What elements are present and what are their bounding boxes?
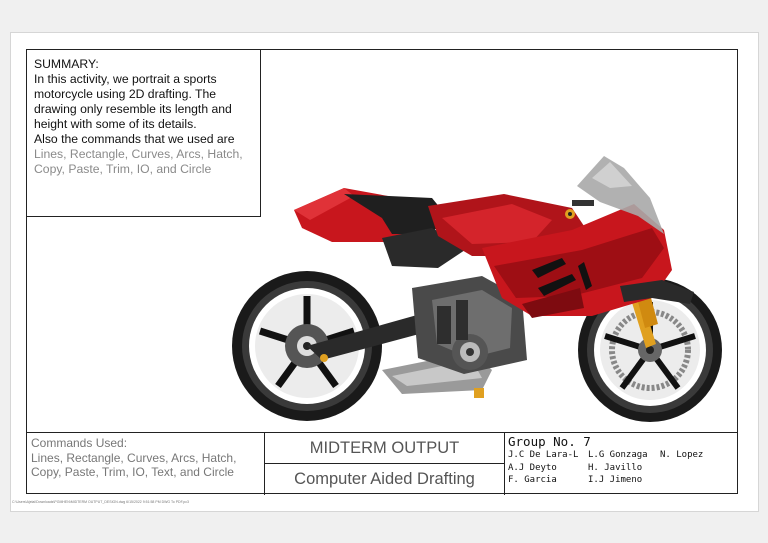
member-name: H. Javillo xyxy=(588,462,643,473)
tail-fairing xyxy=(294,188,468,268)
motorcycle-drawing xyxy=(232,156,722,422)
plot-file-path: C:\Users\Ajelai\Downloads\PGMHEN\MIDTERM… xyxy=(12,500,189,504)
group-members: J.C De Lara-L L.G Gonzaga N. Lopez A.J D… xyxy=(508,449,737,487)
title-block: Commands Used: Lines, Rectangle, Curves,… xyxy=(27,432,737,495)
member-name: N. Lopez xyxy=(660,450,704,460)
member-name: A.J Deyto xyxy=(508,462,557,473)
title-cell: MIDTERM OUTPUT Computer Aided Drafting xyxy=(265,433,505,495)
commands-used-text: Lines, Rectangle, Curves, Arcs, Hatch, C… xyxy=(31,450,237,480)
windscreen xyxy=(577,156,664,234)
front-fender xyxy=(620,280,694,304)
member-name: L.G Gonzaga xyxy=(588,450,648,460)
engine xyxy=(412,276,527,374)
commands-used-label: Commands Used: xyxy=(31,436,128,450)
course-title: Computer Aided Drafting xyxy=(294,470,475,488)
front-wheel xyxy=(578,278,722,422)
midterm-output-title: MIDTERM OUTPUT xyxy=(265,433,504,464)
fairing-vents xyxy=(532,258,592,296)
summary-box: SUMMARY: In this activity, we portrait a… xyxy=(27,50,261,217)
group-number: Group No. 7 xyxy=(508,434,591,449)
summary-heading: SUMMARY: xyxy=(34,57,99,71)
group-cell: Group No. 7 J.C De Lara-L L.G Gonzaga N.… xyxy=(505,433,737,495)
summary-commands-intro: Also the commands that we used are xyxy=(34,132,235,146)
member-name xyxy=(660,462,732,475)
drawing-frame: SUMMARY: In this activity, we portrait a… xyxy=(26,49,738,495)
member-name: I.J Jimeno xyxy=(588,475,643,485)
commands-used-cell: Commands Used: Lines, Rectangle, Curves,… xyxy=(27,433,265,495)
member-name xyxy=(660,474,732,487)
member-name: J.C De Lara-L xyxy=(508,450,579,460)
member-name: F. Garcia xyxy=(508,475,557,485)
cockpit-details xyxy=(320,200,594,398)
summary-text: In this activity, we portrait a sports m… xyxy=(34,72,232,131)
drawing-sheet: SUMMARY: In this activity, we portrait a… xyxy=(10,32,759,512)
summary-commands-list: Lines, Rectangle, Curves, Arcs, Hatch, C… xyxy=(34,147,243,176)
